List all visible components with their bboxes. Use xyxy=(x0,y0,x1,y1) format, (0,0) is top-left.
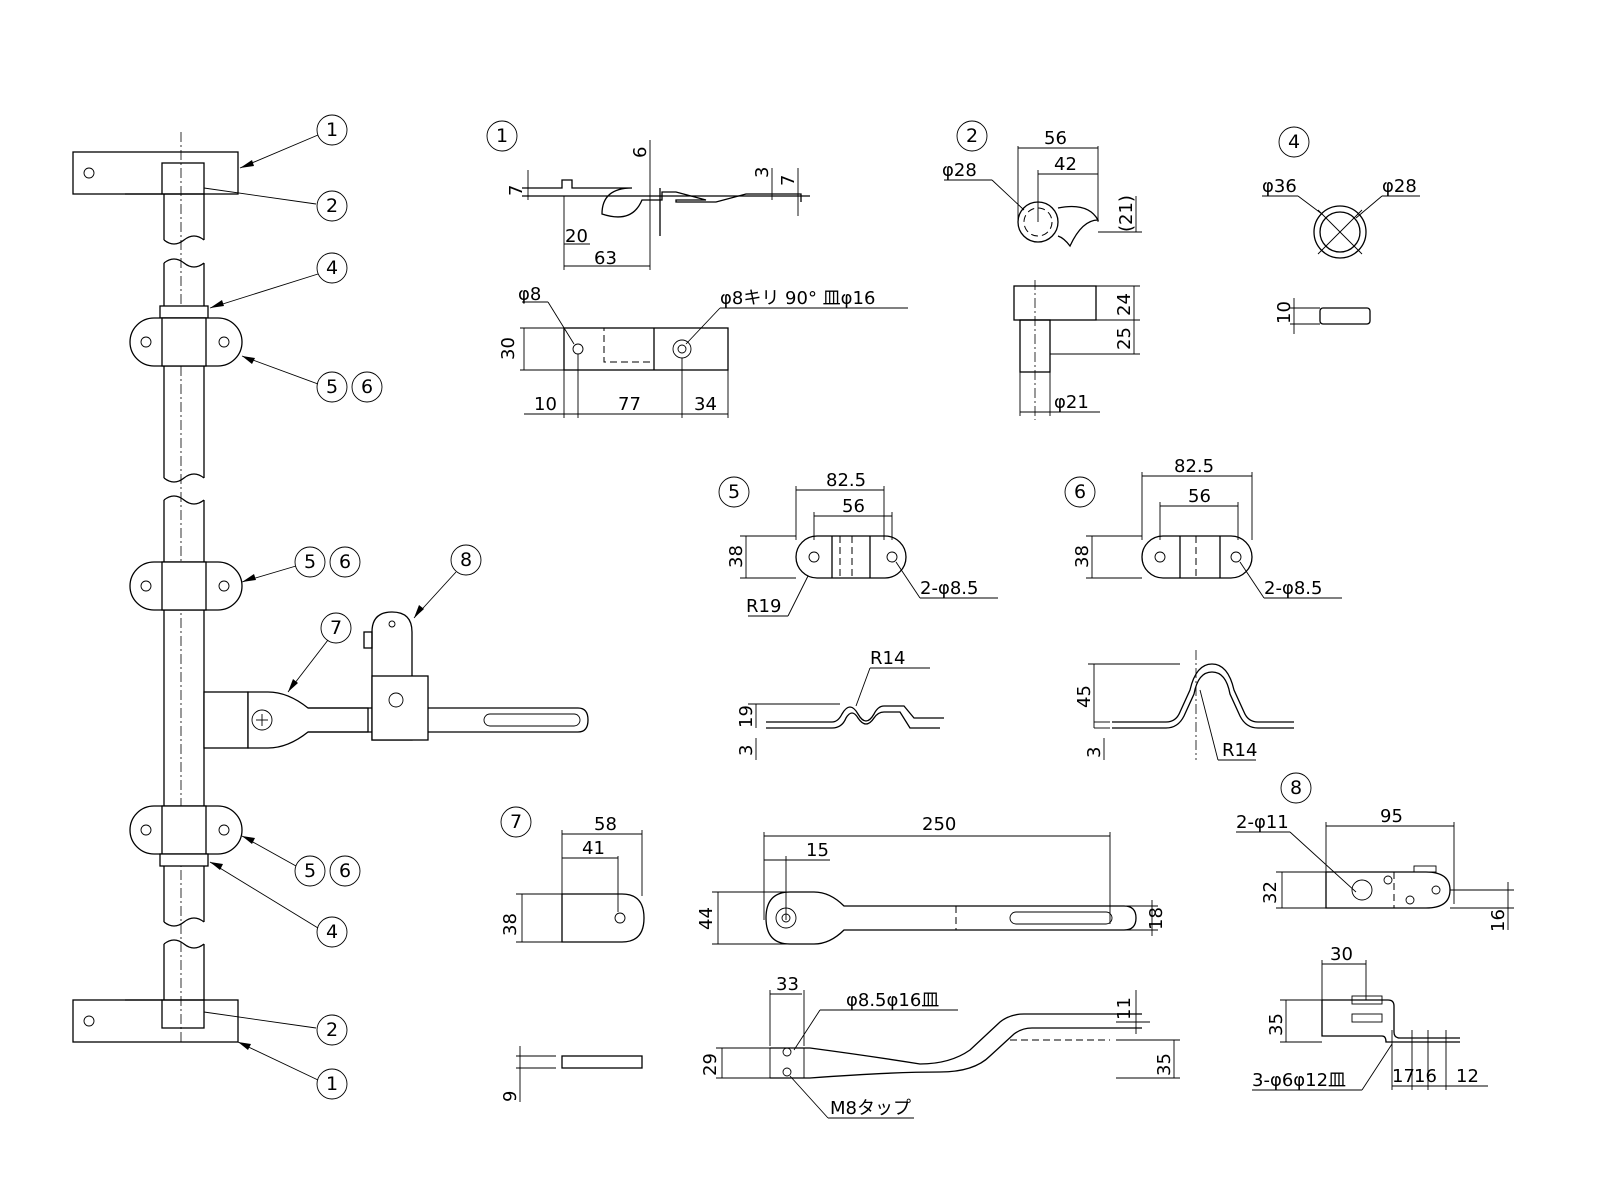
dim-18: 18 xyxy=(1146,907,1167,930)
dim-35b: 35 xyxy=(1266,1013,1287,1036)
dim-9: 9 xyxy=(500,1091,521,1102)
callout-lower-4: 4 xyxy=(326,921,338,943)
dim-7b: 7 xyxy=(778,175,799,186)
callout-bot-1: 1 xyxy=(326,1073,338,1095)
dim-41: 41 xyxy=(582,838,605,859)
dim-58: 58 xyxy=(594,814,617,835)
phi36-label: φ36 xyxy=(1262,176,1297,197)
dim-29: 29 xyxy=(700,1053,721,1076)
dim-33: 33 xyxy=(776,974,799,995)
dim-24: 24 xyxy=(1114,293,1135,316)
part-2-detail: 2 56 42 φ28 (21) 24 25 φ21 xyxy=(942,120,1142,420)
callout-top-4: 4 xyxy=(326,257,338,279)
holes2-label: 3-φ6φ12皿 xyxy=(1252,1070,1346,1091)
dim-17: 17 xyxy=(1392,1066,1415,1087)
dim-32: 32 xyxy=(1260,881,1281,904)
part-2-callout: 2 xyxy=(966,125,978,147)
dim-56: 56 xyxy=(1044,128,1067,149)
callout-top-2: 2 xyxy=(326,195,338,217)
dim-12: 12 xyxy=(1456,1066,1479,1087)
callout-lower-5: 5 xyxy=(304,860,316,882)
dim-63: 63 xyxy=(594,248,617,269)
part-5-callout: 5 xyxy=(728,481,740,503)
dim-95: 95 xyxy=(1380,806,1403,827)
dim-56c: 56 xyxy=(1188,486,1211,507)
callout-bot-2: 2 xyxy=(326,1019,338,1041)
dim-19: 19 xyxy=(736,705,757,728)
dim-250: 250 xyxy=(922,814,956,835)
tap-label: M8タップ xyxy=(830,1098,911,1119)
dim-38b: 38 xyxy=(1072,545,1093,568)
dim-3: 3 xyxy=(752,167,773,178)
part-4-detail: 4 φ36 φ28 10 xyxy=(1262,126,1420,334)
dim-16: 16 xyxy=(1488,909,1509,932)
dim-25: 25 xyxy=(1114,327,1135,350)
dim-7a: 7 xyxy=(506,185,527,196)
dim-77: 77 xyxy=(618,394,641,415)
holes-label: 2-φ8.5 xyxy=(920,578,978,599)
dim-34: 34 xyxy=(694,394,717,415)
callout-mid-5: 5 xyxy=(304,551,316,573)
holes-label-c: 2-φ11 xyxy=(1236,812,1289,833)
phi28b-label: φ28 xyxy=(1382,176,1417,197)
r14b-label: R14 xyxy=(1222,740,1257,761)
dim-42: 42 xyxy=(1054,154,1077,175)
part-6-callout: 6 xyxy=(1074,481,1086,503)
dim-3b: 3 xyxy=(736,745,757,756)
r19-label: R19 xyxy=(746,596,781,617)
callout-upper-5: 5 xyxy=(326,376,338,398)
assembly-view xyxy=(72,132,589,1045)
dim-30b: 30 xyxy=(1330,944,1353,965)
dim-6: 6 xyxy=(630,147,651,158)
callout-8: 8 xyxy=(460,549,472,571)
dim-825: 82.5 xyxy=(826,470,866,491)
dim-20: 20 xyxy=(565,226,588,247)
assembly-callouts: 1 2 4 5 6 5 6 7 8 5 6 xyxy=(203,114,482,1100)
part-8-detail: 8 95 2-φ11 32 16 30 35 xyxy=(1236,772,1514,1091)
part-4-callout: 4 xyxy=(1288,131,1300,153)
callout-mid-6: 6 xyxy=(339,551,351,573)
dim-10: 10 xyxy=(534,394,557,415)
dim-16b: 16 xyxy=(1414,1066,1437,1087)
part-7-callout: 7 xyxy=(510,811,522,833)
part-5-detail: 5 82.5 56 38 R19 2-φ8.5 R14 19 xyxy=(718,470,998,760)
callout-7: 7 xyxy=(330,617,342,639)
dim-3c: 3 xyxy=(1084,747,1105,758)
phi8-label: φ8 xyxy=(518,284,541,305)
hole-note: φ8キリ 90° 皿φ16 xyxy=(720,288,875,309)
holes-label-b: 2-φ8.5 xyxy=(1264,578,1322,599)
part-8-callout: 8 xyxy=(1290,777,1302,799)
dim-35: 35 xyxy=(1154,1053,1175,1076)
dim-45: 45 xyxy=(1074,685,1095,708)
phi28-label: φ28 xyxy=(942,160,977,181)
callout-lower-6: 6 xyxy=(339,860,351,882)
dim-30: 30 xyxy=(498,337,519,360)
part-7-detail: 7 58 41 38 9 250 15 44 xyxy=(500,806,1180,1119)
dim-15: 15 xyxy=(806,840,829,861)
dim-825b: 82.5 xyxy=(1174,456,1214,477)
dim-21p: (21) xyxy=(1116,195,1137,232)
part-1-detail: 1 7 6 3 7 20 63 φ8 φ8キリ 90° 皿φ16 3 xyxy=(486,120,908,418)
phi21-label: φ21 xyxy=(1054,392,1089,413)
callout-top-1: 1 xyxy=(326,119,338,141)
part-6-detail: 6 82.5 56 38 2-φ8.5 45 3 R14 xyxy=(1064,456,1342,761)
dim-38c: 38 xyxy=(500,913,521,936)
dim-38: 38 xyxy=(726,545,747,568)
dim-11: 11 xyxy=(1114,997,1135,1020)
hole-note-b: φ8.5φ16皿 xyxy=(846,990,939,1011)
dim-44: 44 xyxy=(696,907,717,930)
r14-label: R14 xyxy=(870,648,905,669)
dim-56b: 56 xyxy=(842,496,865,517)
dim-10b: 10 xyxy=(1274,301,1295,324)
callout-upper-6: 6 xyxy=(361,376,373,398)
part-1-callout: 1 xyxy=(496,125,508,147)
